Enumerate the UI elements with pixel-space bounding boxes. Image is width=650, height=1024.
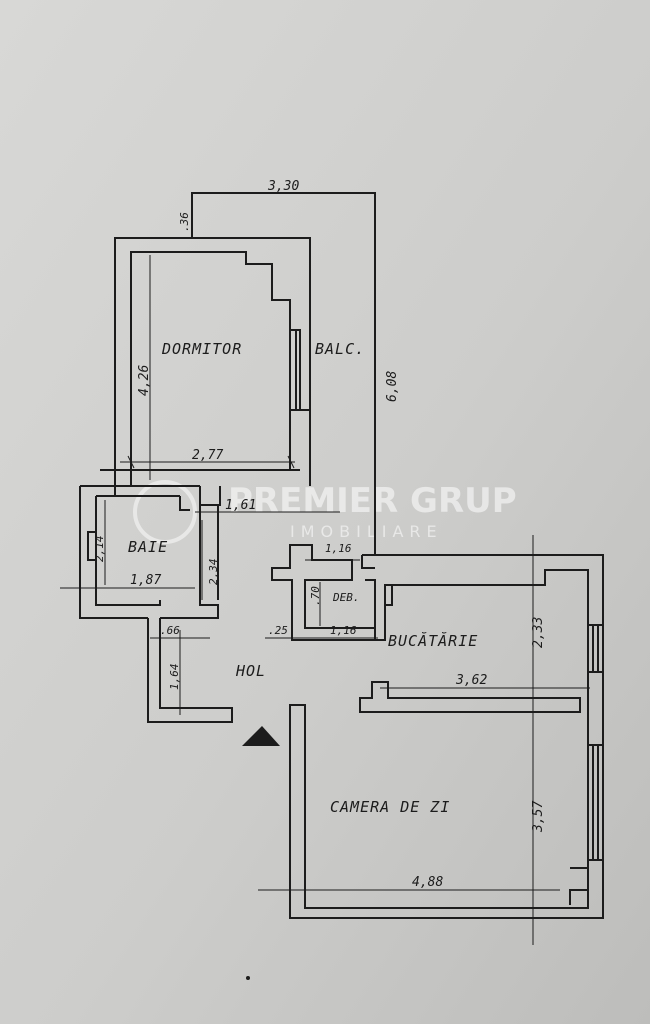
- bucatarie-walls: [289, 554, 604, 919]
- dim-closet-height: 1,64: [168, 664, 181, 691]
- dim-line-deb: [265, 559, 378, 639]
- dim-balc-width: 3,30: [267, 179, 299, 194]
- label-bucatarie: BUCĂTĂRIE: [388, 631, 478, 650]
- dim-baie-top-width: 1,61: [225, 498, 256, 513]
- hol-left-walls: [147, 618, 233, 723]
- dim-line-dormitor-width: [120, 455, 295, 469]
- bucatarie-window: [588, 624, 603, 673]
- dim-dormitor-width: 2,77: [192, 448, 223, 463]
- dim-deb-wall: .25: [268, 624, 288, 637]
- balcony-window: [290, 329, 310, 411]
- dim-closet-width: .66: [160, 624, 180, 637]
- dim-balc-height: 6,08: [385, 371, 400, 402]
- baie-fixture: [87, 531, 97, 561]
- dim-camera-width: 4,88: [412, 875, 443, 890]
- ink-dot: [246, 976, 250, 980]
- dim-dormitor-height: 4,26: [137, 365, 152, 396]
- watermark-line2: IMOBILIARE: [290, 522, 443, 541]
- dim-baie-height-right: 2,34: [207, 559, 220, 586]
- dim-bucatarie-width: 3,62: [455, 673, 487, 688]
- dim-deb-top: 1,16: [325, 542, 352, 555]
- label-dormitor: DORMITOR: [161, 340, 242, 358]
- bucatarie-bottom-wall: [359, 681, 581, 713]
- balcony-outline: [191, 192, 376, 555]
- entrance-arrow-icon: [242, 726, 280, 746]
- label-deb: DEB.: [332, 591, 360, 604]
- label-camera-de-zi: CAMERA DE ZI: [330, 798, 450, 816]
- dim-baie-height: 2,14: [93, 536, 106, 563]
- label-baie: BAIE: [128, 538, 168, 556]
- camera-corner: [569, 867, 589, 905]
- camera-window: [588, 744, 603, 861]
- dim-bucatarie-height: 2,33: [531, 617, 546, 648]
- watermark-line1: PREMIER GRUP: [228, 481, 517, 521]
- dim-wall-thickness: .36: [178, 212, 191, 232]
- label-balc: BALC.: [315, 340, 365, 358]
- dim-camera-height: 3,57: [531, 801, 546, 833]
- dim-deb-height: .70: [309, 586, 322, 606]
- dormitor-walls: [114, 237, 311, 486]
- dim-line-closet: [150, 630, 210, 715]
- label-hol: HOL: [235, 662, 266, 680]
- dormitor-bottom-wall: [100, 469, 300, 511]
- baie-walls: [79, 485, 219, 619]
- dim-deb-bottom: 1,16: [330, 624, 357, 637]
- dim-baie-width: 1,87: [130, 573, 161, 588]
- watermark: PREMIER GRUP IMOBILIARE: [133, 480, 517, 544]
